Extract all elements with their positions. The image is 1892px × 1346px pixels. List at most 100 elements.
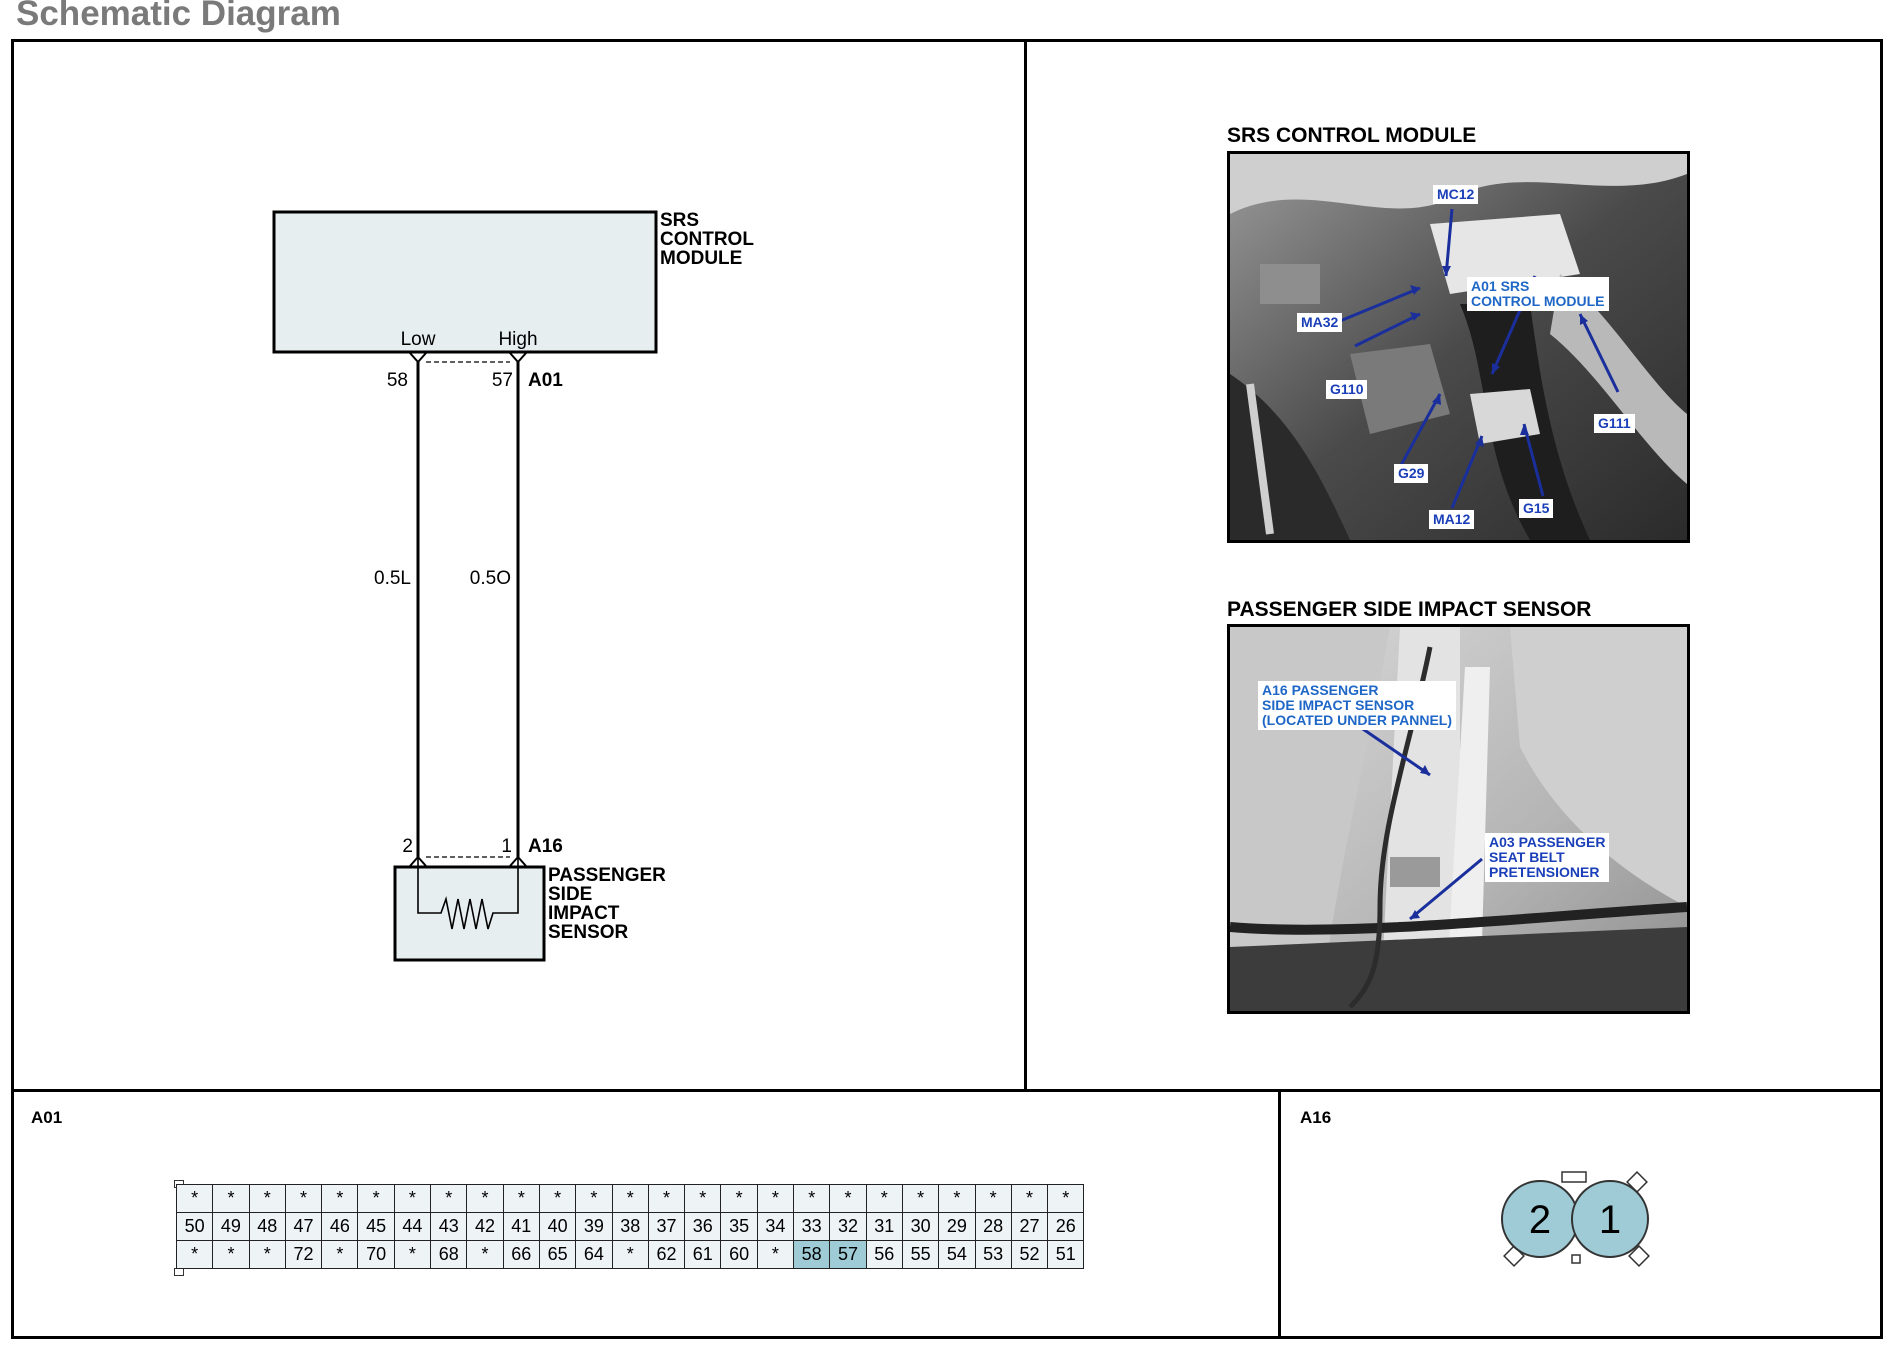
pin-cell: * (430, 1184, 468, 1213)
module-pin-57: 57 (492, 370, 513, 391)
pin-cell: * (720, 1184, 758, 1213)
pin-cell: 55 (901, 1240, 940, 1269)
svg-text:MODULE: MODULE (660, 248, 742, 269)
pin-cell: 65 (538, 1240, 577, 1269)
pin-cell: * (466, 1184, 504, 1213)
connector-a16-label: A16 (1300, 1108, 1332, 1127)
pin-cell: 48 (248, 1212, 286, 1241)
srs-module-photo: MC12 A01 SRS CONTROL MODULE MA32 G110 G1… (1227, 151, 1690, 543)
pin-cell: 52 (1010, 1240, 1049, 1269)
pin-cell: * (175, 1240, 214, 1269)
module-name-line3: MODULE (660, 248, 742, 269)
callout-a16-passenger-side-impact-sensor: A16 PASSENGER SIDE IMPACT SENSOR (LOCATE… (1258, 681, 1457, 730)
pin-low-label: Low (401, 329, 436, 350)
pin-cell: * (393, 1240, 432, 1269)
connector-a01-label: A01 (31, 1108, 63, 1127)
pin-cell: 43 (430, 1212, 468, 1241)
pin-cell: 57 (829, 1240, 867, 1269)
pin-cell: 72 (284, 1240, 323, 1269)
sensor-name-line2: SIDE (548, 884, 592, 905)
sensor-location-photo: A16 PASSENGER SIDE IMPACT SENSOR (LOCATE… (1227, 624, 1690, 1014)
pin-cell: 38 (611, 1212, 649, 1241)
pin-high-label: High (498, 329, 537, 350)
callout-g15: G15 (1519, 499, 1554, 518)
module-pin-58: 58 (387, 370, 408, 391)
connector-a16-face: 2 1 (1501, 1171, 1650, 1267)
pin-cell: 39 (575, 1212, 613, 1241)
pin-cell: 31 (865, 1212, 903, 1241)
pin-cell: 40 (538, 1212, 577, 1241)
svg-text:IMPACT: IMPACT (548, 903, 620, 924)
resistor-symbol (417, 857, 519, 930)
sensor-pin-1: 1 (501, 836, 512, 857)
vertical-divider-bottom (1278, 1090, 1281, 1338)
svg-text:SRS: SRS (660, 210, 699, 231)
svg-text:CONTROL: CONTROL (660, 229, 754, 250)
callout-a01-srs-control-module: A01 SRS CONTROL MODULE (1467, 277, 1609, 311)
pin-cell: 62 (647, 1240, 686, 1269)
pin-cell: * (901, 1184, 940, 1213)
callout-g110: G110 (1326, 380, 1368, 399)
pin-cell: 33 (793, 1212, 831, 1241)
a16-pin-1-label: 1 (1599, 1198, 1621, 1242)
pin-cell: * (938, 1184, 976, 1213)
pin-cell: * (502, 1184, 540, 1213)
callout-mc12: MC12 (1433, 185, 1479, 204)
pin-cell: 51 (1047, 1240, 1085, 1269)
pin-cell: * (865, 1184, 903, 1213)
callout-ma32: MA32 (1297, 313, 1343, 332)
callout-a03-seat-belt-pretensioner: A03 PASSENGER SEAT BELT PRETENSIONER (1485, 833, 1610, 882)
callout-g29: G29 (1394, 464, 1429, 483)
pin-cell: * (756, 1240, 795, 1269)
module-connector-id: A01 (528, 370, 563, 391)
sensor-box (393, 865, 546, 962)
a16-pin-1 (1571, 1180, 1649, 1258)
pin-cell: 53 (974, 1240, 1012, 1269)
svg-text:SENSOR: SENSOR (548, 922, 629, 943)
pin-cell: 26 (1047, 1212, 1085, 1241)
pin-cell: * (248, 1240, 286, 1269)
sensor-name-line1: PASSENGER (548, 865, 666, 886)
pin-cell: * (1010, 1184, 1049, 1213)
sensor-name-line4: SENSOR (548, 922, 629, 943)
pin-cell: 60 (720, 1240, 758, 1269)
pin-cell: 45 (357, 1212, 395, 1241)
wire-high-label: 0.5O (470, 568, 511, 589)
pin-cell: * (466, 1240, 504, 1269)
pin-cell: * (793, 1184, 831, 1213)
pin-cell: * (611, 1184, 649, 1213)
pin-cell: 32 (829, 1212, 867, 1241)
pin-cell: 54 (938, 1240, 976, 1269)
module-name-line1: SRS (660, 210, 699, 231)
pin-cell: 58 (793, 1240, 831, 1269)
module-name-line2: CONTROL (660, 229, 754, 250)
svg-text:PASSENGER: PASSENGER (548, 865, 666, 886)
page-title: Schematic Diagram (16, 0, 341, 33)
pin-cell: * (575, 1184, 613, 1213)
pin-cell: * (538, 1184, 577, 1213)
pin-cell: 66 (502, 1240, 540, 1269)
pin-cell: 56 (865, 1240, 903, 1269)
schematic: SRS CONTROL MODULE Low High 58 57 A01 0.… (272, 210, 754, 962)
pin-cell: * (684, 1184, 722, 1213)
pin-cell: 29 (938, 1212, 976, 1241)
pin-cell: 37 (647, 1212, 686, 1241)
pin-cell: * (756, 1184, 795, 1213)
module-pin-57-marker (509, 352, 527, 364)
srs-module-box (272, 210, 658, 354)
pin-cell: 28 (974, 1212, 1012, 1241)
pin-cell: 34 (756, 1212, 795, 1241)
pin-cell: * (393, 1184, 432, 1213)
horizontal-divider (12, 1089, 1881, 1092)
a16-pin-2-label: 2 (1529, 1198, 1551, 1242)
pin-cell: 70 (357, 1240, 395, 1269)
pin-cell: * (611, 1240, 649, 1269)
pin-cell: 35 (720, 1212, 758, 1241)
pin-cell: 49 (212, 1212, 250, 1241)
pin-cell: 42 (466, 1212, 504, 1241)
connector-a01-latch-bottom (174, 1268, 184, 1276)
pin-cell: 41 (502, 1212, 540, 1241)
